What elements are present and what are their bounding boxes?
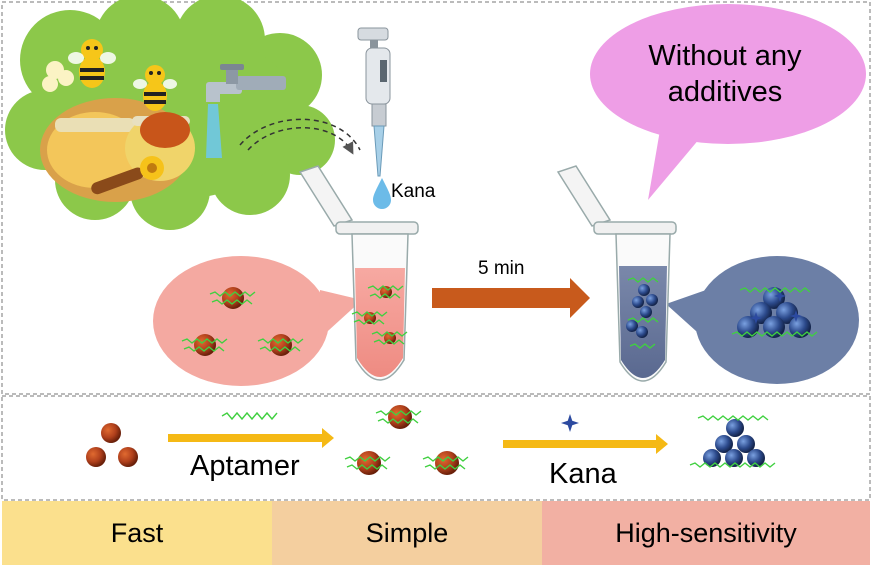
feature-simple: Simple bbox=[365, 517, 449, 548]
bottom-panel-frame bbox=[1, 395, 871, 501]
kanamycin-star-icon bbox=[790, 310, 802, 322]
aggregate-particle-icon bbox=[726, 419, 744, 437]
feature-fast: Fast bbox=[110, 517, 164, 548]
tube-icon bbox=[556, 165, 677, 382]
aptamer-strand bbox=[221, 411, 278, 421]
nanoparticle-icon bbox=[270, 334, 292, 356]
nanoparticle-icon bbox=[222, 287, 244, 309]
aptamer-strand bbox=[183, 346, 225, 352]
feature-high-sensitivity: High-sensitivity bbox=[615, 517, 797, 548]
aptamer-label: Aptamer bbox=[190, 450, 300, 482]
aggregate-particle-icon bbox=[776, 302, 798, 324]
aptamer-strand bbox=[344, 456, 391, 462]
nanoparticle-icon bbox=[101, 423, 121, 443]
kana-label: Kana bbox=[549, 458, 617, 490]
aggregate-particle-icon bbox=[638, 284, 650, 296]
aptamer-strand bbox=[371, 331, 408, 337]
bee-icon bbox=[133, 65, 177, 111]
nanoparticle-icon bbox=[194, 334, 216, 356]
aptamer-strand bbox=[377, 418, 419, 424]
fast-bar bbox=[2, 501, 272, 565]
top-panel-frame bbox=[1, 1, 871, 395]
nanoparticle-icon bbox=[435, 451, 459, 475]
kanamycin-star-icon bbox=[561, 414, 579, 432]
aggregate-particle-icon bbox=[747, 449, 765, 467]
aptamer-strand bbox=[373, 339, 405, 345]
aptamer-strand bbox=[369, 293, 401, 299]
nanoparticle-icon bbox=[357, 451, 381, 475]
aptamer-strand bbox=[627, 277, 659, 283]
reaction-arrow bbox=[432, 278, 590, 318]
nanoparticle-icon bbox=[388, 405, 412, 429]
aptamer-strand bbox=[689, 462, 776, 468]
aptamer-strand bbox=[211, 299, 253, 305]
red-zoom-bubble bbox=[153, 256, 362, 386]
aggregate-particle-icon bbox=[636, 326, 648, 338]
aptamer-strand bbox=[367, 285, 404, 291]
aptamer-strand bbox=[629, 343, 656, 349]
aptamer-strand bbox=[422, 456, 469, 462]
aggregate-particle-icon bbox=[626, 320, 638, 332]
aggregate-particle-icon bbox=[737, 435, 755, 453]
time-label: 5 min bbox=[478, 258, 525, 279]
honey-jar-icon bbox=[40, 98, 195, 202]
aptamer-strand bbox=[181, 338, 228, 344]
speech-bubble bbox=[590, 4, 866, 200]
pipette-icon bbox=[357, 27, 391, 177]
aptamer-strand bbox=[353, 319, 385, 325]
aptamer-strand bbox=[424, 464, 466, 470]
kana-arrow bbox=[503, 434, 668, 454]
aggregate-particle-icon bbox=[715, 435, 733, 453]
aggregate-particle-icon bbox=[737, 316, 759, 338]
kana-drop-label: Kana bbox=[391, 181, 436, 202]
kanamycin-star-icon bbox=[774, 290, 786, 302]
kana-drop-icon bbox=[373, 178, 391, 209]
aptamer-strand bbox=[697, 415, 769, 421]
simple-bar bbox=[272, 501, 542, 565]
aptamer-strand bbox=[346, 464, 388, 470]
flower-icon bbox=[42, 61, 74, 92]
faucet-icon bbox=[206, 64, 286, 158]
aptamer-strand bbox=[257, 338, 304, 344]
aggregate-particle-icon bbox=[703, 449, 721, 467]
aggregate-particle-icon bbox=[725, 449, 743, 467]
aptamer-strand bbox=[351, 311, 388, 317]
nanoparticle-icon bbox=[86, 447, 106, 467]
aptamer-strand bbox=[209, 291, 256, 297]
bubble-label: Without any additives bbox=[648, 40, 802, 109]
nanoparticle-icon bbox=[118, 447, 138, 467]
high-sensitivity-bar bbox=[542, 501, 870, 565]
aggregate-particle-icon bbox=[646, 294, 658, 306]
bee-icon bbox=[68, 39, 116, 88]
honey-cloud bbox=[5, 0, 335, 230]
aptamer-strand bbox=[627, 317, 659, 323]
aptamer-strand bbox=[739, 287, 811, 293]
aggregate-particle-icon bbox=[632, 296, 644, 308]
aptamer-strand bbox=[731, 331, 818, 337]
aptamer-strand bbox=[375, 410, 422, 416]
aggregate-particle-icon bbox=[640, 306, 652, 318]
aptamer-strand bbox=[259, 346, 301, 352]
aptamer-arrow bbox=[168, 428, 334, 448]
kanamycin-star-icon bbox=[750, 312, 762, 324]
